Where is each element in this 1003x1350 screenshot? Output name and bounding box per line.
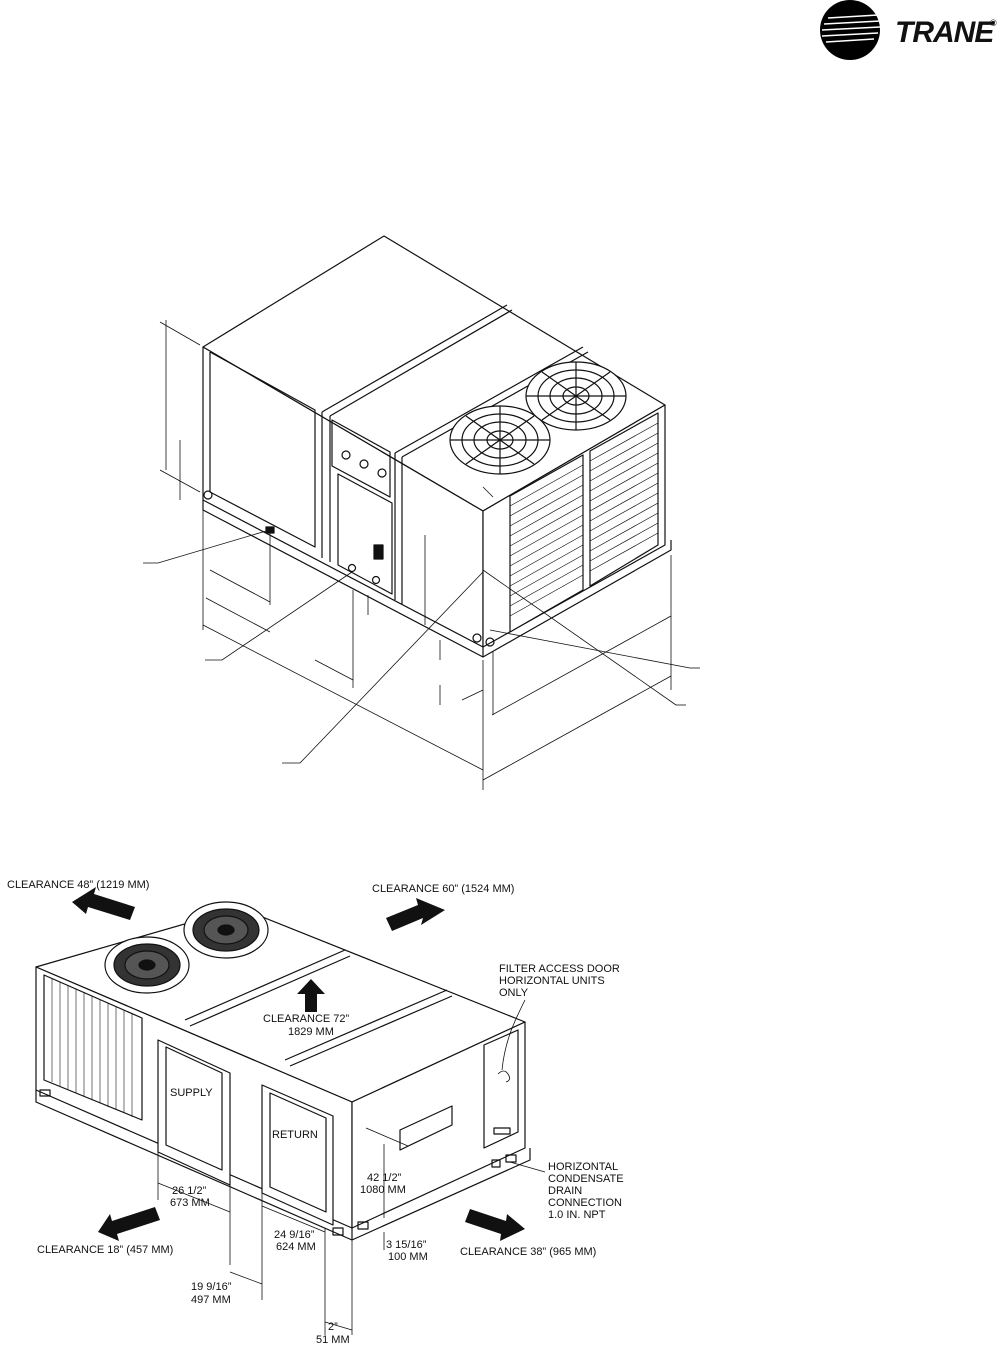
- top-dimension-lines: [143, 320, 700, 790]
- drain-note-line-4: CONNECTION: [548, 1197, 622, 1209]
- filter-note-line-3: ONLY: [499, 987, 529, 999]
- condenser-fan-icon: [449, 405, 551, 475]
- dim-42-mm: 1080 MM: [360, 1184, 406, 1196]
- drain-note-line-2: CONDENSATE: [548, 1173, 624, 1185]
- clearance-top-center-label: CLEARANCE 72”: [263, 1013, 350, 1025]
- dim-3-in: 3 15/16”: [386, 1239, 427, 1251]
- arrow-up-icon: [297, 979, 325, 1012]
- dim-2-mm: 51 MM: [316, 1334, 350, 1345]
- drain-note-line-3: DRAIN: [548, 1185, 582, 1197]
- condenser-fan-icon: [104, 936, 190, 994]
- drain-note-line-5: 1.0 IN. NPT: [548, 1209, 606, 1221]
- condenser-fan-icon: [525, 361, 627, 431]
- bottom-dimension-lines: [157, 999, 546, 1335]
- dim-24-in: 24 9/16”: [274, 1229, 315, 1241]
- dim-24-mm: 624 MM: [276, 1241, 316, 1253]
- dim-19-in: 19 9/16”: [191, 1281, 232, 1293]
- filter-note-line-1: FILTER ACCESS DOOR: [499, 963, 620, 975]
- clearance-top-center-mm: 1829 MM: [288, 1026, 334, 1038]
- trane-globe-icon: [820, 0, 881, 60]
- supply-label: SUPPLY: [170, 1087, 213, 1099]
- dim-26-mm: 673 MM: [170, 1197, 210, 1209]
- dim-19-mm: 497 MM: [191, 1294, 231, 1306]
- drain-note-line-1: HORIZONTAL: [548, 1161, 618, 1173]
- clearance-top-right-label: CLEARANCE 60” (1524 MM): [372, 883, 514, 895]
- trane-logo: TRANE ®: [820, 0, 997, 60]
- arrow-bottom-left-icon: [98, 1207, 160, 1241]
- bottom-labels: CLEARANCE 48” (1219 MM) CLEARANCE 60” (1…: [7, 879, 624, 1346]
- clearance-arrows: [72, 887, 525, 1241]
- clearance-bottom-left-label: CLEARANCE 18” (457 MM): [37, 1244, 173, 1256]
- clearance-top-left-label: CLEARANCE 48” (1219 MM): [7, 879, 149, 891]
- bottom-unit-drawing: [35, 901, 531, 1241]
- top-unit-drawing: [202, 235, 672, 658]
- condenser-fan-icon: [183, 901, 269, 959]
- dim-26-in: 26 1/2”: [172, 1185, 207, 1197]
- dim-2-in: 2”: [328, 1321, 338, 1333]
- arrow-bottom-right-icon: [465, 1209, 525, 1241]
- brand-name: TRANE: [895, 16, 995, 49]
- filter-note-line-2: HORIZONTAL UNITS: [499, 975, 605, 987]
- arrow-top-left-icon: [72, 887, 135, 920]
- return-opening: [261, 1084, 334, 1226]
- dim-3-mm: 100 MM: [388, 1251, 428, 1263]
- return-label: RETURN: [272, 1129, 318, 1141]
- dim-42-in: 42 1/2”: [367, 1172, 402, 1184]
- unit-side-face: [351, 1021, 526, 1229]
- arrow-top-right-icon: [386, 898, 445, 931]
- clearance-bottom-right-label: CLEARANCE 38” (965 MM): [460, 1246, 596, 1258]
- brand-registered-mark: ®: [990, 18, 997, 28]
